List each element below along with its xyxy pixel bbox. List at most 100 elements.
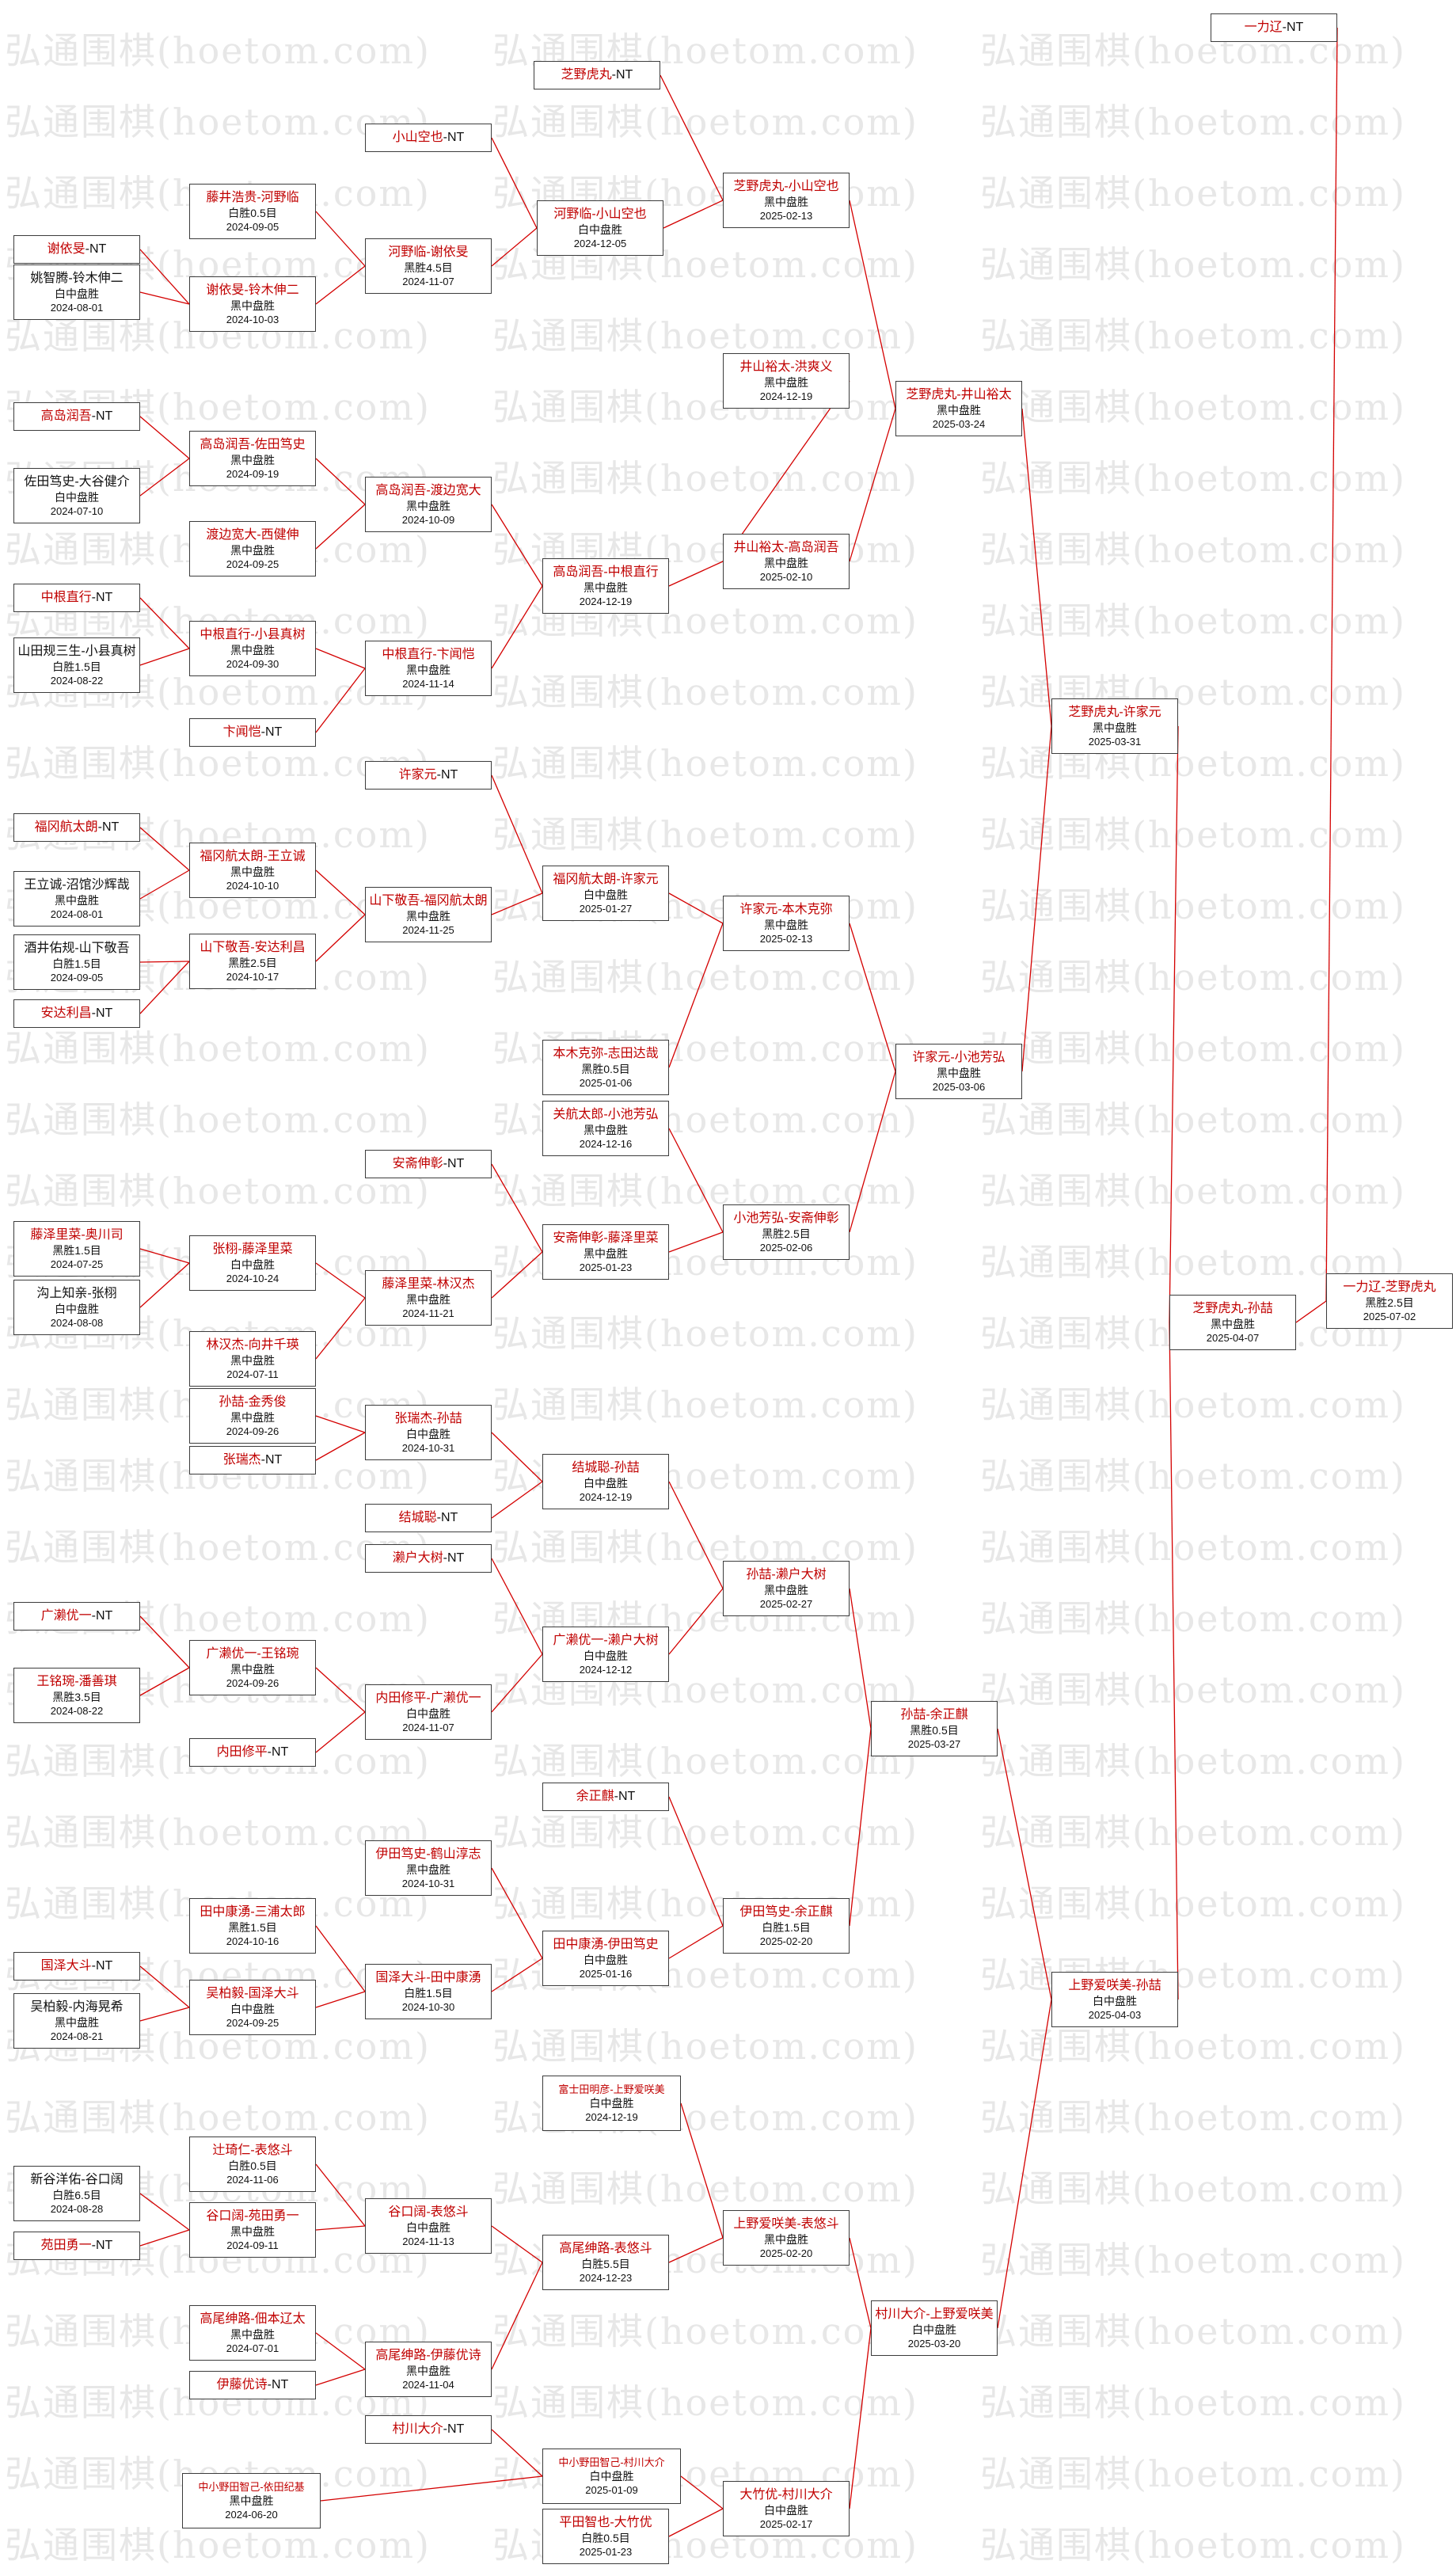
match-players[interactable]: 藤井浩贵-河野临	[206, 190, 299, 204]
match-players[interactable]: 芝野虎丸-井山裕太	[906, 387, 1012, 401]
match-players[interactable]: 安达利昌-NT	[41, 1005, 113, 1022]
match-players[interactable]: 佐田笃史-大谷健介	[24, 474, 130, 489]
match-players[interactable]: 高岛润吾-渡边宽大	[375, 483, 481, 497]
match-players[interactable]: 高岛润吾-佐田笃史	[200, 437, 306, 451]
match-players[interactable]: 林汉杰-向井千瑛	[206, 1337, 299, 1352]
match-players[interactable]: 上野爱咲美-表悠斗	[733, 2216, 839, 2231]
match-players[interactable]: 小池芳弘-安斋伸彰	[733, 1211, 839, 1225]
match-players[interactable]: 伊藤优诗-NT	[217, 2376, 289, 2393]
match-players[interactable]: 吴柏毅-国泽大斗	[206, 1986, 299, 2000]
match-players[interactable]: 村川大介-NT	[393, 2421, 465, 2437]
match-players[interactable]: 高尾绅路-表悠斗	[559, 2241, 652, 2255]
match-players[interactable]: 村川大介-上野爱咲美	[875, 2307, 994, 2321]
match-players[interactable]: 濑户大树-NT	[393, 1550, 465, 1566]
match-players[interactable]: 芝野虎丸-孙喆	[1192, 1301, 1273, 1315]
match-players[interactable]: 井山裕太-高岛润吾	[733, 540, 839, 554]
player-name[interactable]: 许家元	[398, 768, 437, 782]
match-players[interactable]: 广濑优一-NT	[41, 1608, 113, 1624]
seed-box[interactable]: 小山空也-NT	[365, 124, 492, 152]
player-name[interactable]: 小山空也	[392, 131, 443, 145]
seed-box[interactable]: 苑田勇一-NT	[13, 2232, 140, 2260]
match-players[interactable]: 许家元-NT	[399, 767, 458, 783]
seed-box[interactable]: 芝野虎丸-NT	[534, 61, 660, 89]
match-players[interactable]: 沟上知亲-张栩	[36, 1286, 117, 1300]
match-players[interactable]: 孙喆-金秀俊	[219, 1395, 287, 1409]
match-players[interactable]: 高尾绅路-佃本辽太	[200, 2312, 306, 2326]
match-players[interactable]: 芝野虎丸-小山空也	[733, 179, 839, 193]
match-players[interactable]: 许家元-小池芳弘	[912, 1050, 1006, 1064]
match-players[interactable]: 许家元-本木克弥	[739, 902, 833, 916]
seed-box[interactable]: 安斋伸彰-NT	[365, 1150, 492, 1178]
match-players[interactable]: 伊田笃史-余正麒	[739, 1904, 833, 1919]
player-name[interactable]: 高岛润吾	[40, 409, 92, 424]
player-name[interactable]: 国泽大斗	[40, 1959, 92, 1973]
match-players[interactable]: 芝野虎丸-NT	[561, 67, 633, 83]
match-players[interactable]: 新谷洋佑-谷口阔	[30, 2172, 124, 2186]
seed-box[interactable]: 一力辽-NT	[1211, 13, 1337, 42]
seed-box[interactable]: 结城聪-NT	[365, 1504, 492, 1532]
player-name[interactable]: 苑田勇一	[40, 2239, 92, 2253]
match-players[interactable]: 内田修平-广濑优一	[375, 1691, 481, 1705]
match-players[interactable]: 结城聪-NT	[399, 1509, 458, 1526]
match-players[interactable]: 卞闻恺-NT	[223, 724, 283, 740]
player-name[interactable]: 芝野虎丸	[561, 68, 612, 82]
match-players[interactable]: 谷口阔-苑田勇一	[206, 2209, 299, 2223]
match-players[interactable]: 国泽大斗-NT	[41, 1958, 113, 1974]
match-players[interactable]: 伊田笃史-鹤山淳志	[375, 1847, 481, 1861]
match-players[interactable]: 谢依旻-NT	[48, 241, 107, 257]
match-players[interactable]: 张瑞杰-NT	[223, 1452, 283, 1468]
match-players[interactable]: 国泽大斗-田中康湧	[375, 1970, 481, 1984]
match-players[interactable]: 井山裕太-洪爽义	[739, 360, 833, 374]
match-players[interactable]: 河野临-小山空也	[553, 207, 647, 221]
match-players[interactable]: 高尾绅路-伊藤优诗	[375, 2348, 481, 2362]
seed-box[interactable]: 安达利昌-NT	[13, 999, 140, 1028]
match-players[interactable]: 酒井佑规-山下敬吾	[24, 941, 130, 955]
match-players[interactable]: 小山空也-NT	[393, 129, 465, 146]
match-players[interactable]: 中根直行-小县真树	[200, 627, 306, 641]
player-name[interactable]: 濑户大树	[392, 1551, 443, 1566]
player-name[interactable]: 张瑞杰	[222, 1453, 261, 1467]
seed-box[interactable]: 谢依旻-NT	[13, 235, 140, 264]
player-name[interactable]: 福冈航太朗	[34, 820, 98, 835]
match-players[interactable]: 福冈航太朗-王立诚	[200, 849, 306, 863]
match-players[interactable]: 余正麒-NT	[576, 1788, 636, 1805]
seed-box[interactable]: 余正麒-NT	[542, 1783, 669, 1811]
